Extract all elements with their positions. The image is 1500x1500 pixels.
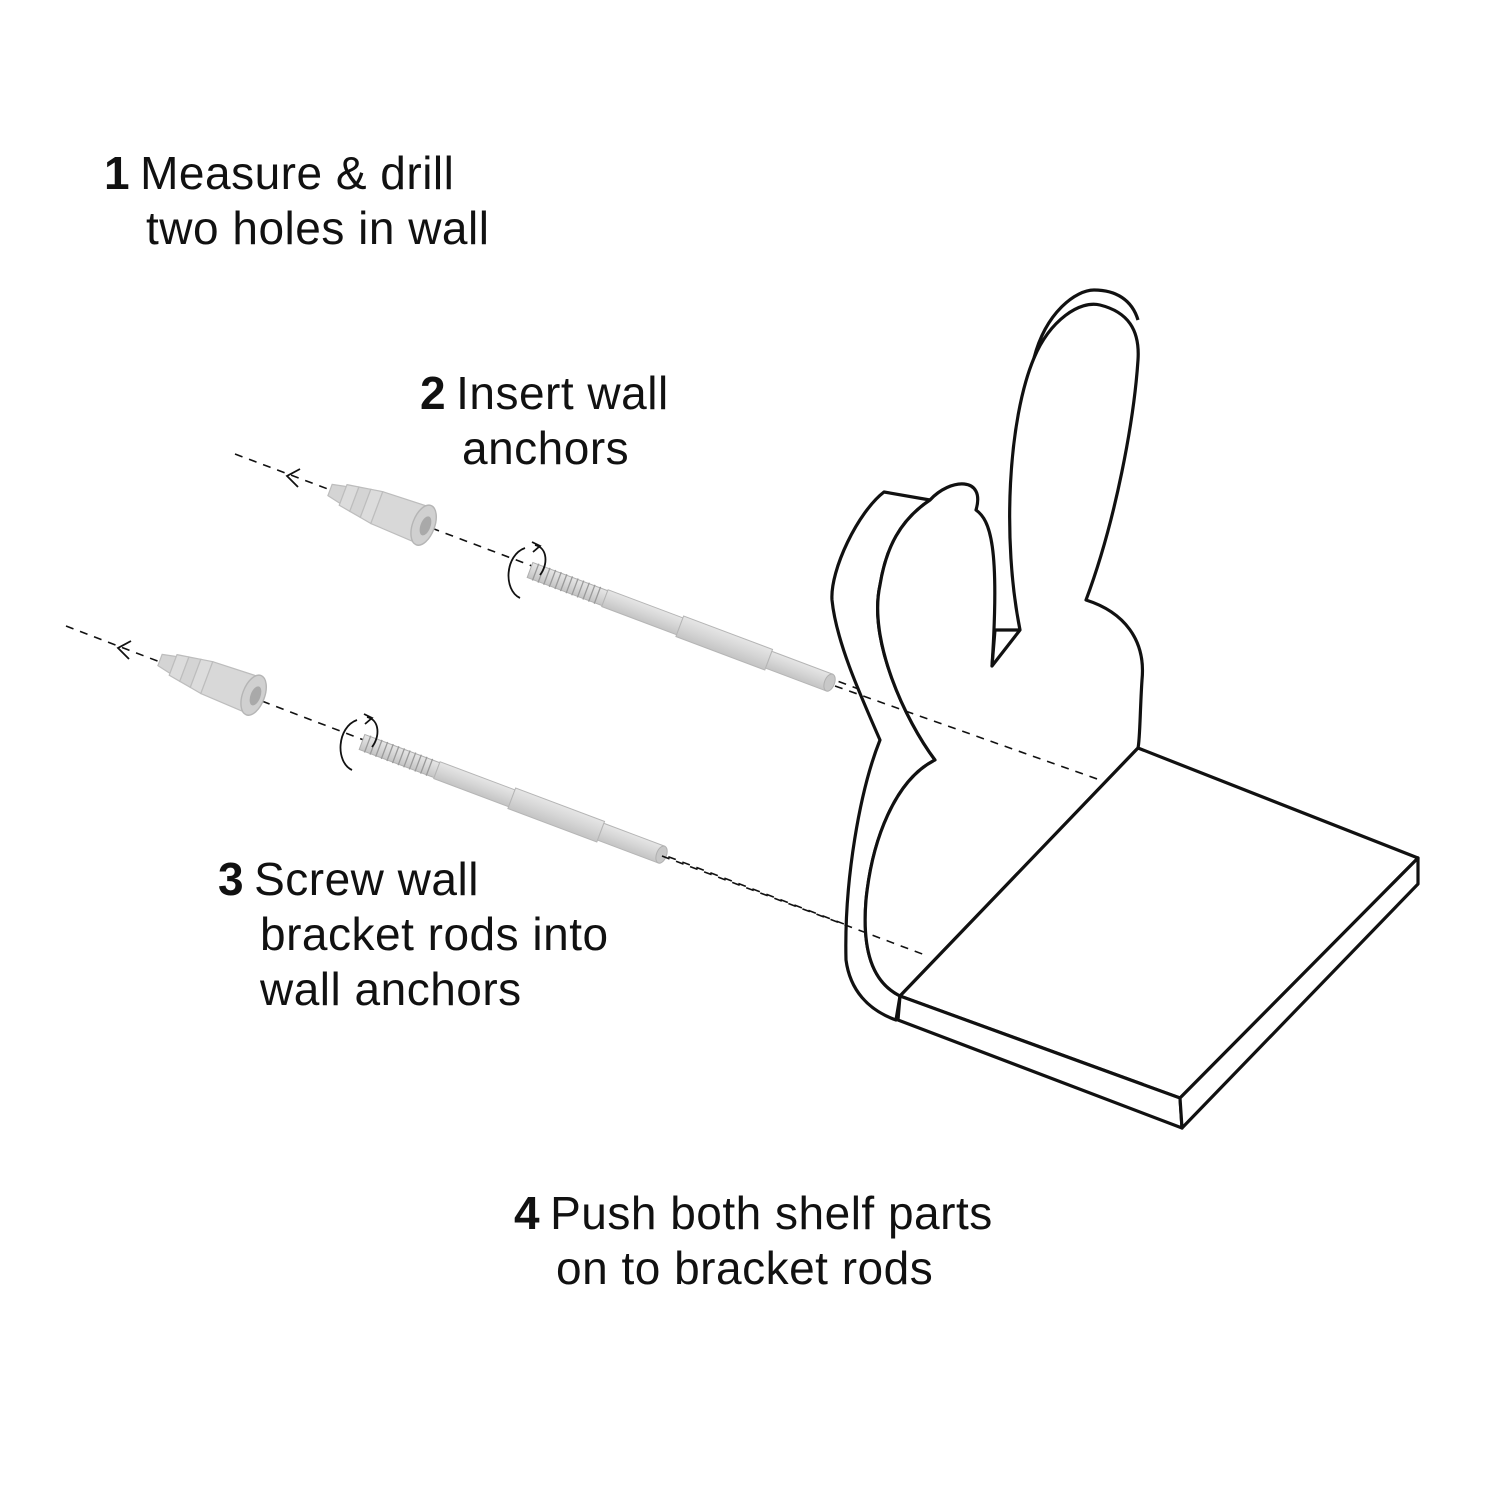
step-number: 1 [104, 147, 131, 199]
step-number: 2 [420, 367, 447, 419]
step-text-line-2: bracket rods into [260, 908, 609, 960]
step-text-line-2: anchors [462, 422, 630, 474]
step-number: 3 [218, 853, 245, 905]
bunny-ear-notch [990, 628, 1020, 667]
step-text-line-2: on to bracket rods [556, 1242, 934, 1294]
bunny-shelf-icon [830, 288, 1420, 1130]
bunny-front-face [863, 302, 1145, 998]
shelf-board-side [1178, 856, 1420, 1130]
bracket-rod-icon [526, 561, 836, 692]
arrow-head-upper [285, 468, 301, 488]
step-text-line-3: wall anchors [260, 963, 522, 1015]
wall-anchor-icon [327, 483, 437, 546]
bunny-ear-rim [1032, 288, 1140, 359]
direction-arrows [116, 468, 301, 660]
arrow-head-lower [116, 640, 132, 660]
step-text-line-2: two holes in wall [146, 202, 490, 254]
rotation-arrow-icon [507, 541, 547, 599]
alignment-lines-over [661, 685, 1101, 956]
rotation-arrow-icon [339, 713, 379, 771]
step-text-line-1: Screw wall [254, 853, 479, 905]
bracket-rod-icon [358, 733, 668, 864]
step-text-line-1: Insert wall [456, 367, 669, 419]
step-text-line-1: Push both shelf parts [550, 1187, 993, 1239]
step-text-line-1: Measure & drill [140, 147, 455, 199]
wall-anchor-icon [157, 653, 267, 716]
step-number: 4 [514, 1187, 541, 1239]
